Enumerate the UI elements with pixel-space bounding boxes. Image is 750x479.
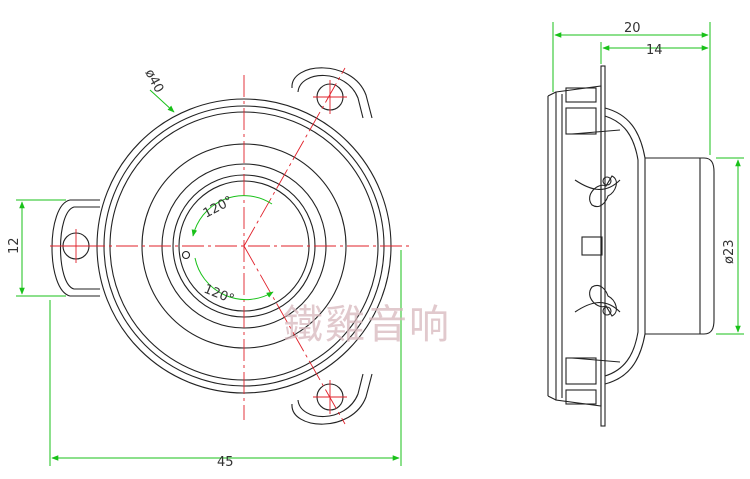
mounting-tab-left-inner <box>60 206 100 290</box>
depth-total-label: 20 <box>624 21 641 36</box>
depth-magnet-label: 14 <box>646 43 663 58</box>
angle-arcs <box>191 195 274 301</box>
tab-height-label: 12 <box>7 237 22 254</box>
magnet-diameter-label: ø23 <box>722 240 737 265</box>
front-dimensions <box>16 89 402 466</box>
mounting-tab-top-inner <box>297 74 364 119</box>
terminal-dot <box>181 250 191 260</box>
mounting-tab-top <box>291 67 373 119</box>
diameter-label: ø40 <box>141 67 166 96</box>
angle-upper-label: 120° <box>201 194 236 222</box>
hole-center-marks <box>75 80 347 414</box>
mounting-tab-left <box>51 199 100 297</box>
mounting-tab-bottom-inner <box>297 373 364 418</box>
basket-taper <box>604 107 646 385</box>
magnet <box>645 157 715 335</box>
side-view <box>547 65 715 427</box>
angle-lower-label: 120° <box>202 282 237 308</box>
width-label: 45 <box>217 455 234 470</box>
watermark: 鐵雞音响 <box>283 302 451 348</box>
side-dimensions <box>552 22 744 335</box>
terminal-square <box>581 236 603 256</box>
terminal-lug-top <box>589 175 617 208</box>
terminal-lug-bottom <box>589 284 617 317</box>
front-center-lines <box>50 67 412 425</box>
mounting-tab-bottom <box>291 373 373 425</box>
